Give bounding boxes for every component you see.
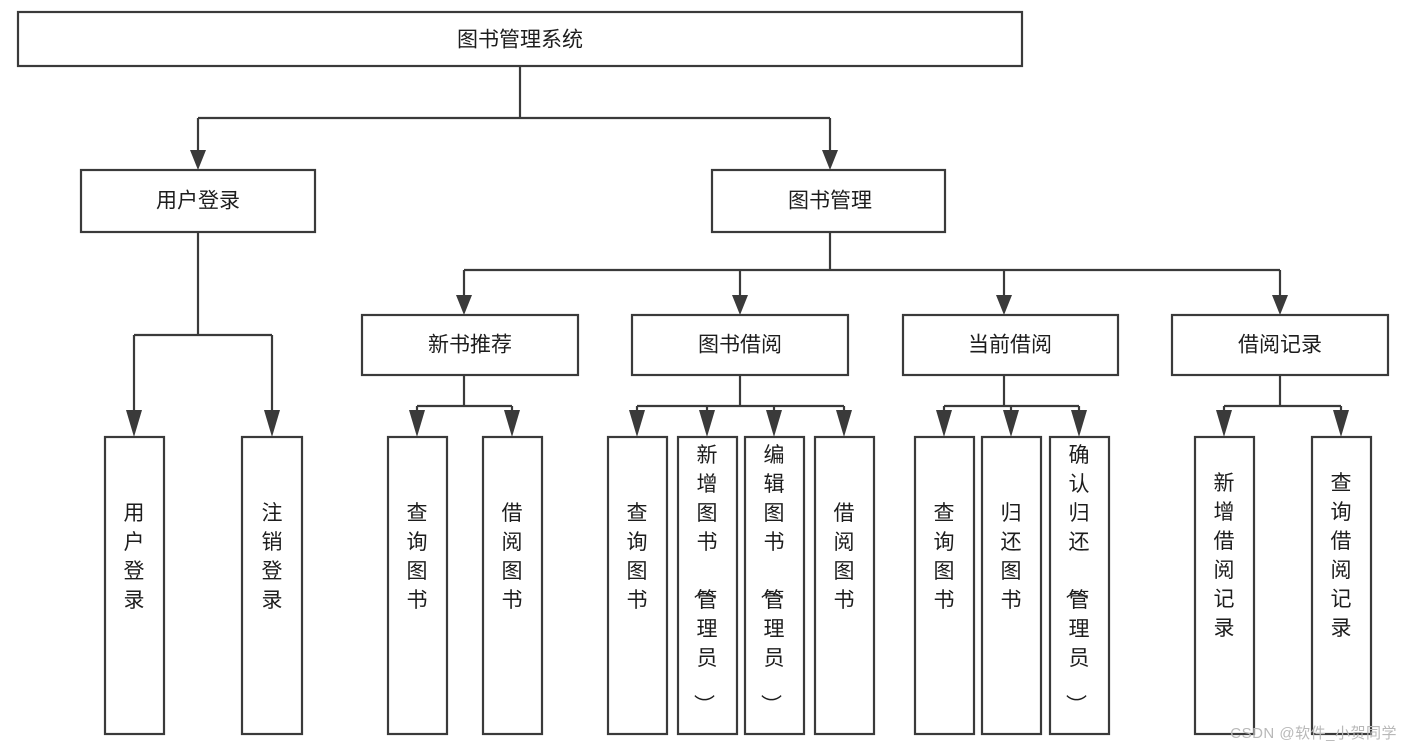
arrow-head-icon	[822, 150, 838, 170]
node-book-management[interactable]: 图书管理	[710, 168, 947, 234]
node-borrow-record-box[interactable]	[1170, 313, 1390, 377]
node-leaf-user-login-box[interactable]	[103, 435, 166, 736]
node-leaf-edit-book[interactable]: 编辑图书（管理员）	[743, 435, 806, 736]
node-leaf-confirm-return-box[interactable]	[1048, 435, 1111, 736]
node-leaf-query-book-1[interactable]: 查询图书	[386, 435, 449, 736]
arrow-head-icon	[766, 410, 782, 437]
node-current-borrow[interactable]: 当前借阅	[901, 313, 1120, 377]
node-root-box[interactable]	[16, 10, 1024, 68]
node-leaf-query-borrow-record[interactable]: 查询借阅记录	[1310, 435, 1373, 736]
node-leaf-logout-login[interactable]: 注销登录	[240, 435, 304, 736]
node-borrow-record[interactable]: 借阅记录	[1170, 313, 1390, 377]
node-root-label: 图书管理系统	[457, 29, 583, 52]
node-borrow-record-label: 借阅记录	[1238, 334, 1322, 357]
node-leaf-borrow-book-2-box[interactable]	[813, 435, 876, 736]
arrowheads-layer	[126, 150, 1349, 437]
node-user-login-box[interactable]	[79, 168, 317, 234]
node-leaf-confirm-return-label: 确认归还（管理员）	[1064, 444, 1090, 715]
node-leaf-logout-login-box[interactable]	[240, 435, 304, 736]
node-leaf-query-book-3-box[interactable]	[913, 435, 976, 736]
node-leaf-borrow-book-1-label: 借阅图书	[502, 502, 523, 612]
node-leaf-add-book-box[interactable]	[676, 435, 739, 736]
node-leaf-add-borrow-record-box[interactable]	[1193, 435, 1256, 736]
node-leaf-borrow-book-1-box[interactable]	[481, 435, 544, 736]
node-leaf-return-book-box[interactable]	[980, 435, 1043, 736]
arrow-head-icon	[409, 410, 425, 437]
node-leaf-user-login[interactable]: 用户登录	[103, 435, 166, 736]
node-leaf-add-borrow-record-label: 新增借阅记录	[1214, 472, 1235, 640]
node-leaf-edit-book-box[interactable]	[743, 435, 806, 736]
arrow-head-icon	[504, 410, 520, 437]
arrow-head-icon	[699, 410, 715, 437]
node-leaf-return-book[interactable]: 归还图书	[980, 435, 1043, 736]
node-leaf-borrow-book-2-label: 借阅图书	[834, 502, 855, 612]
node-new-book-recommend-box[interactable]	[360, 313, 580, 377]
node-leaf-query-book-3[interactable]: 查询图书	[913, 435, 976, 736]
node-leaf-confirm-return[interactable]: 确认归还（管理员）	[1048, 435, 1111, 736]
node-book-borrow-box[interactable]	[630, 313, 850, 377]
node-leaf-query-book-3-label: 查询图书	[934, 502, 955, 612]
node-book-borrow[interactable]: 图书借阅	[630, 313, 850, 377]
node-leaf-return-book-label: 归还图书	[1001, 502, 1022, 612]
node-leaf-add-borrow-record[interactable]: 新增借阅记录	[1193, 435, 1256, 736]
node-leaf-borrow-book-1[interactable]: 借阅图书	[481, 435, 544, 736]
arrow-head-icon	[996, 295, 1012, 315]
node-leaf-add-book[interactable]: 新增图书（管理员）	[676, 435, 739, 736]
arrow-head-icon	[936, 410, 952, 437]
node-leaf-query-book-1-label: 查询图书	[407, 502, 428, 612]
arrow-head-icon	[190, 150, 206, 170]
arrow-head-icon	[456, 295, 472, 315]
node-new-book-recommend[interactable]: 新书推荐	[360, 313, 580, 377]
node-root[interactable]: 图书管理系统	[16, 10, 1024, 68]
arrow-head-icon	[1071, 410, 1087, 437]
node-leaf-user-login-label: 用户登录	[124, 502, 145, 612]
node-user-login-label: 用户登录	[156, 190, 240, 213]
nodes-layer: 图书管理系统 用户登录 图书管理 新书推荐 图书借阅	[16, 10, 1390, 736]
arrow-head-icon	[126, 410, 142, 437]
node-leaf-query-book-2[interactable]: 查询图书	[606, 435, 669, 736]
node-current-borrow-label: 当前借阅	[968, 334, 1052, 357]
node-book-borrow-label: 图书借阅	[698, 334, 782, 357]
node-leaf-query-borrow-record-label: 查询借阅记录	[1331, 472, 1352, 640]
node-leaf-query-borrow-record-box[interactable]	[1310, 435, 1373, 736]
arrow-head-icon	[264, 410, 280, 437]
arrow-head-icon	[629, 410, 645, 437]
arrow-head-icon	[836, 410, 852, 437]
arrow-head-icon	[1216, 410, 1232, 437]
node-book-management-box[interactable]	[710, 168, 947, 234]
arrow-head-icon	[1003, 410, 1019, 437]
arrow-head-icon	[1272, 295, 1288, 315]
node-leaf-borrow-book-2[interactable]: 借阅图书	[813, 435, 876, 736]
arrow-head-icon	[1333, 410, 1349, 437]
node-leaf-query-book-1-box[interactable]	[386, 435, 449, 736]
node-leaf-edit-book-label: 编辑图书（管理员）	[759, 444, 785, 715]
node-leaf-logout-login-label: 注销登录	[262, 502, 283, 612]
node-leaf-query-book-2-box[interactable]	[606, 435, 669, 736]
node-leaf-query-book-2-label: 查询图书	[627, 502, 648, 612]
arrow-head-icon	[732, 295, 748, 315]
node-book-management-label: 图书管理	[788, 190, 872, 213]
node-new-book-recommend-label: 新书推荐	[428, 334, 512, 357]
node-current-borrow-box[interactable]	[901, 313, 1120, 377]
node-user-login[interactable]: 用户登录	[79, 168, 317, 234]
node-leaf-add-book-label: 新增图书（管理员）	[692, 444, 718, 715]
